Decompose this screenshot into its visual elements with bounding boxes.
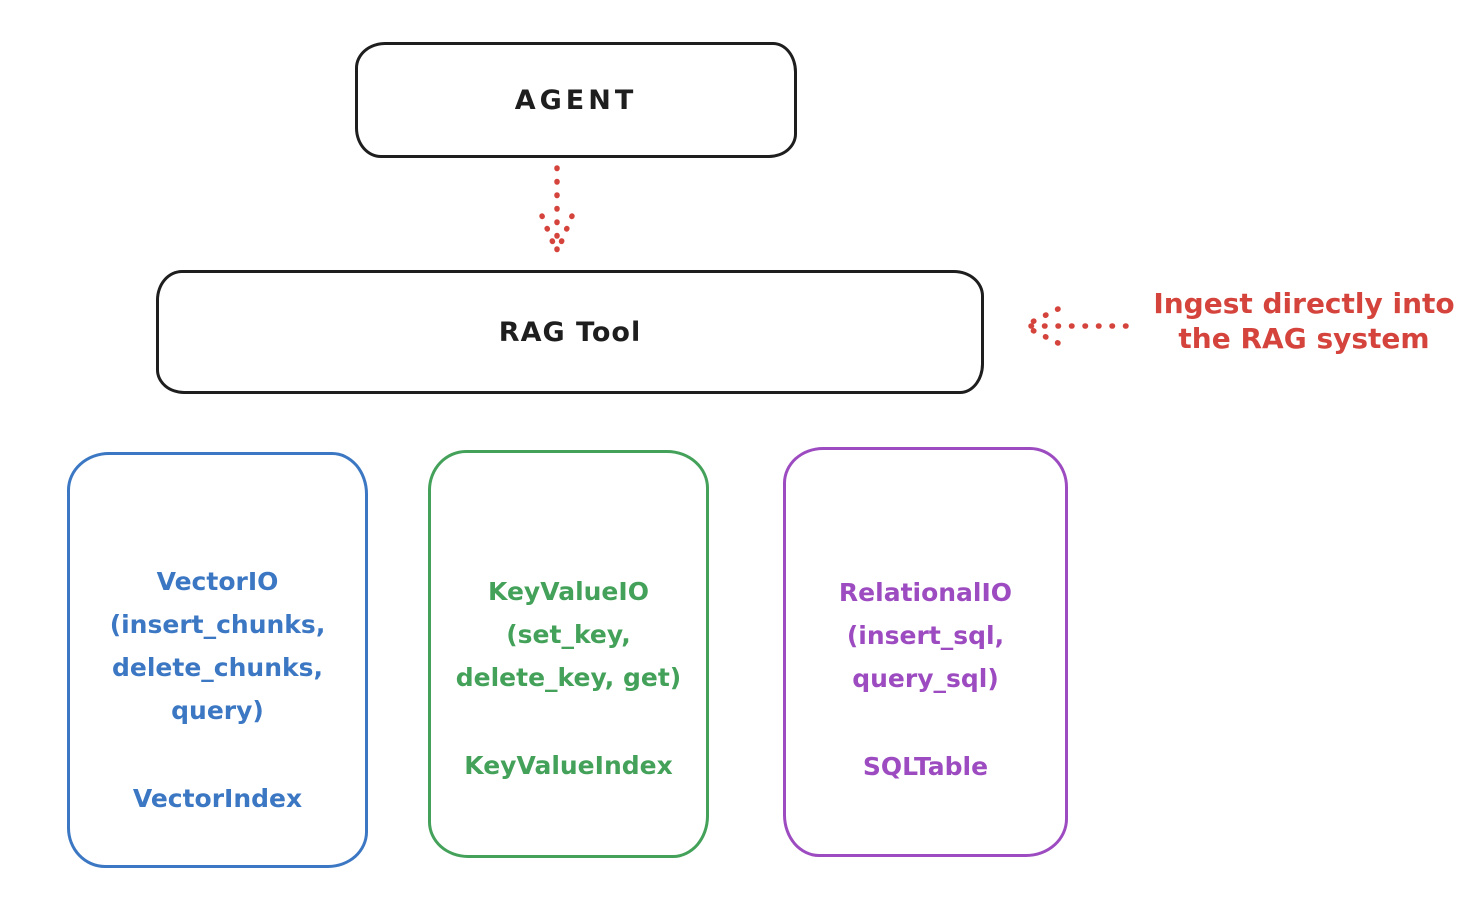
sql-table-label: SQLTable [862, 752, 989, 781]
agent-node-label: AGENT [514, 84, 638, 116]
vector-io-methods-label: VectorIO (insert_chunks, delete_chunks, … [109, 567, 326, 725]
rag-tool-node[interactable]: RAG Tool [156, 270, 984, 394]
keyvalue-index-label: KeyValueIndex [464, 751, 673, 780]
agent-node[interactable]: AGENT [355, 42, 797, 158]
relational-io-methods-label: RelationalIO (insert_sql, query_sql) [838, 578, 1013, 693]
ingest-annotation-text[interactable]: Ingest directly into the RAG system [1153, 287, 1455, 355]
relational-io-box[interactable]: RelationalIO (insert_sql, query_sql) SQL… [783, 447, 1068, 857]
annotation-to-rag-arrow-icon[interactable] [1012, 301, 1134, 351]
vector-io-box[interactable]: VectorIO (insert_chunks, delete_chunks, … [67, 452, 368, 868]
keyvalue-io-box[interactable]: KeyValueIO (set_key, delete_key, get) Ke… [428, 450, 709, 858]
vector-index-label: VectorIndex [132, 784, 303, 813]
rag-tool-node-label: RAG Tool [498, 316, 642, 348]
agent-to-rag-arrow-icon[interactable] [537, 164, 577, 260]
keyvalue-io-methods-label: KeyValueIO (set_key, delete_key, get) [455, 577, 682, 692]
